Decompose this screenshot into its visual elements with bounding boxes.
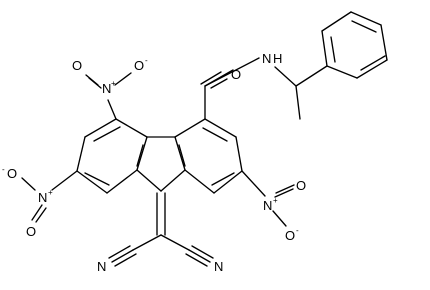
nitro-nitrogen: N xyxy=(263,198,272,213)
nitro-nitrogen-charge: + xyxy=(48,188,53,197)
nitro-group-lower-left: - O N + O xyxy=(2,165,53,239)
amide-hydrogen: H xyxy=(273,51,282,66)
nitro-oxygen-single: O xyxy=(285,228,295,243)
nitro-oxygen-double: O xyxy=(26,224,36,239)
nitro-nitrogen: N xyxy=(38,190,47,205)
amide-oxygen: O xyxy=(231,67,241,82)
nitro-oxygen-double: O xyxy=(296,178,306,193)
nitro-oxygen-single: O xyxy=(134,58,144,73)
dicyanomethylene-group: N N xyxy=(97,259,223,274)
bonds xyxy=(21,11,388,267)
amide-nitrogen: N xyxy=(262,51,271,66)
amide-group: O N H xyxy=(231,51,282,82)
nitro-nitrogen: N xyxy=(102,81,111,96)
nitro-oxygen-single: O xyxy=(7,166,17,181)
nitro-oxygen-double: O xyxy=(72,58,82,73)
nitro-oxygen-charge: - xyxy=(296,226,299,235)
nitro-group-upper-left: O N + O - xyxy=(72,56,148,96)
nitrile-nitrogen-left: N xyxy=(97,259,106,274)
nitrile-nitrogen-right: N xyxy=(214,259,223,274)
nitro-group-right: N + O O - xyxy=(263,178,306,243)
nitro-nitrogen-charge: + xyxy=(111,79,116,88)
nitro-oxygen-charge: - xyxy=(2,165,5,174)
nitro-nitrogen-charge: + xyxy=(273,196,278,205)
nitro-oxygen-charge: - xyxy=(145,56,148,65)
